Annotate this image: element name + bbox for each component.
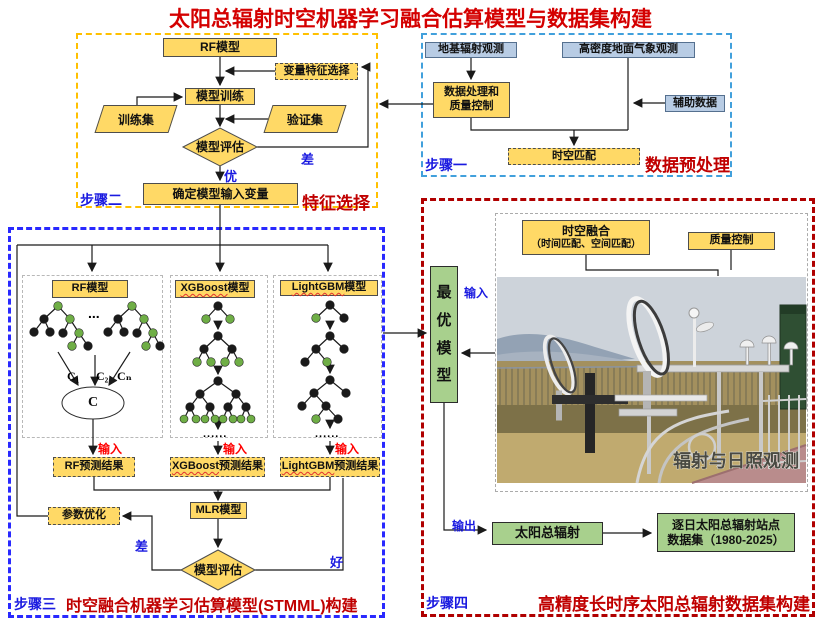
daily-dataset-line2: 数据集（1980-2025） [667,532,785,547]
daily-dataset-box: 逐日太阳总辐射站点 数据集（1980-2025） [657,513,795,552]
rf-model-subpanel [22,275,163,438]
spatiotemporal-matching-box: 时空匹配 [508,148,640,165]
lightgbm-submodel-title-box: LightGBM模型 [280,280,378,296]
total-solar-radiation-label: 太阳总辐射 [514,525,580,541]
quality-control-label: 质量控制 [709,234,754,247]
rf-c2-label: C₂ [96,369,109,383]
surface-meteorology-obs-box: 高密度地面气象观测 [562,42,695,58]
total-solar-radiation-box: 太阳总辐射 [492,522,603,545]
step2-section-title: 特征选择 [302,194,370,213]
step2-label: 步骤二 [80,192,122,208]
lightgbm-result-en: LightGBM [281,460,335,473]
data-processing-qc-line1: 数据处理和 [444,86,499,99]
validation-set-parallelogram: 验证集 [263,105,347,133]
best-model-box: 最优模型 [430,266,458,403]
xgboost-submodel-title-box: XGBoost模型 [175,280,255,298]
training-set-label: 训练集 [117,112,154,127]
bad-label-step2: 差 [301,152,315,167]
step3-label: 步骤三 [14,596,56,612]
lightgbm-model-subpanel [273,275,382,438]
step3-section-title: 时空融合机器学习估算模型(STMML)构建 [66,598,358,615]
rf-model-box: RF模型 [163,38,277,57]
lightgbm-title-en: LightGBM [291,281,345,294]
xgboost-dots: ...... [203,428,228,440]
spatiotemporal-matching-label: 时空匹配 [552,149,596,162]
lightgbm-result-zh: 预测结果 [334,460,379,473]
input-label-step4: 输入 [464,286,489,300]
rf-forest-dots: ... [88,305,100,321]
surface-meteorology-obs-label: 高密度地面气象观测 [579,43,678,56]
confirm-input-variables-box: 确定模型输入变量 [143,183,298,205]
training-set-parallelogram: 训练集 [94,105,178,133]
data-processing-qc-box: 数据处理和 质量控制 [433,82,510,118]
step4-section-title: 高精度长时序太阳总辐射数据集构建 [538,595,810,614]
rf-prediction-result-box: RF预测结果 [53,457,135,477]
model-training-box: 模型训练 [185,88,255,105]
page-title: 太阳总辐射时空机器学习融合估算模型与数据集构建 [169,8,652,31]
daily-dataset-line1: 逐日太阳总辐射站点 [671,517,780,532]
spatiotemporal-fusion-box: 时空融合 （时间匹配、空间匹配） [522,220,650,255]
rf-prediction-result-label: RF预测结果 [64,460,124,473]
rf-c1-label: C₁ [67,369,80,383]
step1-section-title: 数据预处理 [645,156,730,175]
xgboost-title-en: XGBoost [180,282,228,295]
model-evaluation-label-step3: 模型评估 [193,562,242,577]
rf-cn-label: Cₙ [117,369,132,383]
output-label-step4: 输出 [452,519,477,533]
good-label-step2: 优 [224,169,238,184]
step4-label: 步骤四 [426,595,468,611]
fusion-line2: （时间匹配、空间匹配） [531,238,641,250]
fusion-line1: 时空融合 [561,223,610,238]
lightgbm-input-label: 输入 [335,442,360,456]
step1-panel-frame [421,33,732,177]
step4-panel-frame [421,198,815,617]
auxiliary-data-label: 辅助数据 [673,96,717,109]
xgboost-result-en: XGBoost [171,460,220,473]
confirm-input-variables-label: 确定模型输入变量 [172,186,269,201]
best-model-label: 最优模型 [436,284,452,385]
step2-panel-frame [76,33,378,208]
rf-model-label: RF模型 [200,40,240,54]
rf-submodel-title-box: RF模型 [52,280,128,298]
parameter-optimization-box: 参数优化 [48,507,120,525]
model-training-label: 模型训练 [195,89,244,103]
parameter-optimization-label: 参数优化 [62,509,106,522]
xgboost-title-zh: 模型 [227,282,250,295]
variable-feature-selection-label: 变量特征选择 [283,64,350,77]
xgboost-prediction-result-box: XGBoost预测结果 [170,457,265,477]
validation-set-label: 验证集 [286,112,323,127]
lightgbm-title-zh: 模型 [344,281,367,294]
rf-submodel-title: RF模型 [71,282,109,295]
xgboost-input-label: 输入 [223,442,248,456]
xgboost-model-subpanel [170,275,268,438]
ground-radiation-obs-box: 地基辐射观测 [425,42,517,58]
bad-label-step3: 差 [135,539,149,554]
data-processing-qc-line2: 质量控制 [449,100,494,112]
quality-control-box: 质量控制 [688,232,775,250]
auxiliary-data-box: 辅助数据 [665,95,725,112]
lightgbm-prediction-result-box: LightGBM预测结果 [280,457,380,477]
model-evaluation-label-step2: 模型评估 [195,139,244,154]
ground-radiation-obs-label: 地基辐射观测 [438,43,504,56]
step3-panel-frame [8,227,385,618]
mlr-model-label: MLR模型 [195,503,242,516]
rf-input-label: 输入 [98,442,123,456]
rf-combiner-c-label: C [87,395,99,411]
step1-label: 步骤一 [425,157,467,173]
variable-feature-selection-box: 变量特征选择 [275,63,358,80]
good-label-step3: 好 [330,555,344,570]
xgboost-result-zh: 预测结果 [219,460,264,473]
lightgbm-dots: ...... [315,428,340,440]
mlr-model-box: MLR模型 [190,502,247,519]
